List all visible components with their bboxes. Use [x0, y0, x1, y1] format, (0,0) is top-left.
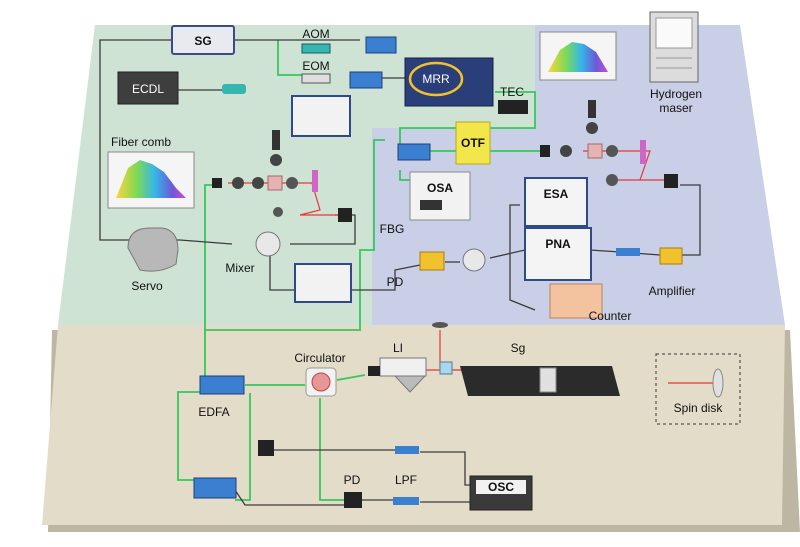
sg-box: SG — [171, 25, 235, 55]
beam-upper-right — [583, 150, 670, 181]
servo-label: Servo — [131, 279, 163, 293]
fiber-circ-li — [336, 374, 366, 381]
ecdl-box: ECDL — [117, 71, 179, 105]
photodetector-small — [258, 440, 274, 456]
lower-rf-box — [294, 263, 352, 303]
edfa-top-device — [199, 375, 245, 395]
otf-driver-box — [397, 143, 431, 161]
rf-coupler-device — [462, 248, 486, 272]
beam-upper-left — [228, 182, 345, 216]
pna-label: PNA — [545, 237, 571, 251]
circulator-device — [305, 367, 337, 397]
hydrogen-maser-label-1: Hydrogen — [650, 87, 702, 101]
hydrogen-maser — [649, 11, 699, 83]
counter-label: Counter — [589, 309, 632, 323]
sg-label: SG — [194, 34, 211, 48]
cable-box-pd — [350, 264, 421, 291]
tec-box — [498, 100, 528, 114]
edfa-bottom-device — [193, 477, 237, 499]
mixer-device — [255, 231, 281, 257]
optics-upper-left — [212, 130, 352, 222]
hydrogen-maser-label-2: maser — [659, 101, 692, 115]
comb-spectrum-icon — [116, 160, 186, 198]
mrr-ring-icon — [408, 61, 464, 97]
fiber-coupler-1 — [222, 84, 246, 94]
fbg-label: FBG — [380, 222, 405, 236]
cable-esa-down — [509, 204, 536, 311]
pd-top-label: PD — [387, 275, 404, 289]
lpf-bottom-device — [393, 497, 419, 505]
optical-fibers — [177, 40, 540, 501]
fiber-comb-label: Fiber comb — [111, 135, 171, 149]
circulator-label: Circulator — [294, 351, 345, 365]
cable-sg-left — [99, 39, 233, 245]
fiber-to-osa — [399, 170, 410, 181]
mrr-box: MRR — [404, 57, 494, 107]
mirror-top-icon — [432, 322, 448, 328]
spin-disk-label: Spin disk — [674, 401, 724, 415]
sg-stage-label: Sg — [511, 341, 526, 355]
ecdl-label: ECDL — [132, 82, 164, 96]
sg-translation-stage — [460, 366, 620, 396]
li-label: LI — [393, 341, 403, 355]
otf-box: OTF — [455, 121, 491, 165]
aom-device — [301, 43, 331, 54]
cable-mixer-bottom — [269, 256, 295, 291]
osa-spectrum-box-top — [539, 31, 617, 81]
pna-box: PNA — [524, 227, 592, 281]
fiber-circ-down — [319, 398, 345, 501]
spin-disk-inset — [655, 353, 741, 425]
cable-bottom-loop — [234, 489, 360, 506]
isolator-device — [616, 248, 640, 256]
esa-box: ESA — [524, 177, 588, 227]
fiber-bus-edfa — [177, 391, 200, 481]
aom-label: AOM — [302, 27, 329, 41]
spin-disk-icon — [712, 368, 724, 398]
pd-bottom-label: PD — [344, 473, 361, 487]
otf-label: OTF — [461, 136, 485, 150]
upper-rf-box — [291, 95, 351, 137]
amplifier-label: Amplifier — [649, 284, 696, 298]
pd-top-device — [419, 251, 445, 271]
counter-device — [549, 283, 603, 319]
eom-device — [301, 73, 331, 84]
lpf-top-device — [395, 446, 419, 454]
fiber-edfa-down — [235, 393, 251, 501]
servo-device — [127, 227, 179, 272]
osa-box: OSA — [409, 171, 471, 221]
spectrum-icon — [548, 42, 608, 72]
eom-driver-box — [349, 71, 383, 89]
bottom-region — [42, 325, 785, 525]
cable-coupler-pna — [489, 249, 526, 259]
pd-bottom-device — [344, 492, 362, 508]
osc-label: OSC — [488, 480, 514, 494]
edfa-label: EDFA — [198, 405, 229, 419]
fiber-upper-left — [204, 184, 215, 330]
mixer-label: Mixer — [225, 261, 254, 275]
fiber-comb-box — [107, 151, 195, 209]
tec-label: TEC — [500, 85, 524, 99]
lpf-label: LPF — [395, 473, 417, 487]
mrr-label: MRR — [422, 72, 450, 86]
eom-label: EOM — [302, 59, 329, 73]
aom-driver-box — [365, 36, 397, 54]
grating-icon — [312, 170, 318, 192]
amplifier-device — [659, 247, 683, 265]
cable-lpf-osc — [420, 451, 470, 486]
osa-label: OSA — [427, 181, 453, 195]
li-stage — [368, 357, 453, 393]
osc-box: OSC — [469, 475, 533, 511]
fiber-mrr-right — [399, 91, 536, 160]
optics-upper-right — [540, 100, 678, 188]
esa-label: ESA — [544, 187, 569, 201]
